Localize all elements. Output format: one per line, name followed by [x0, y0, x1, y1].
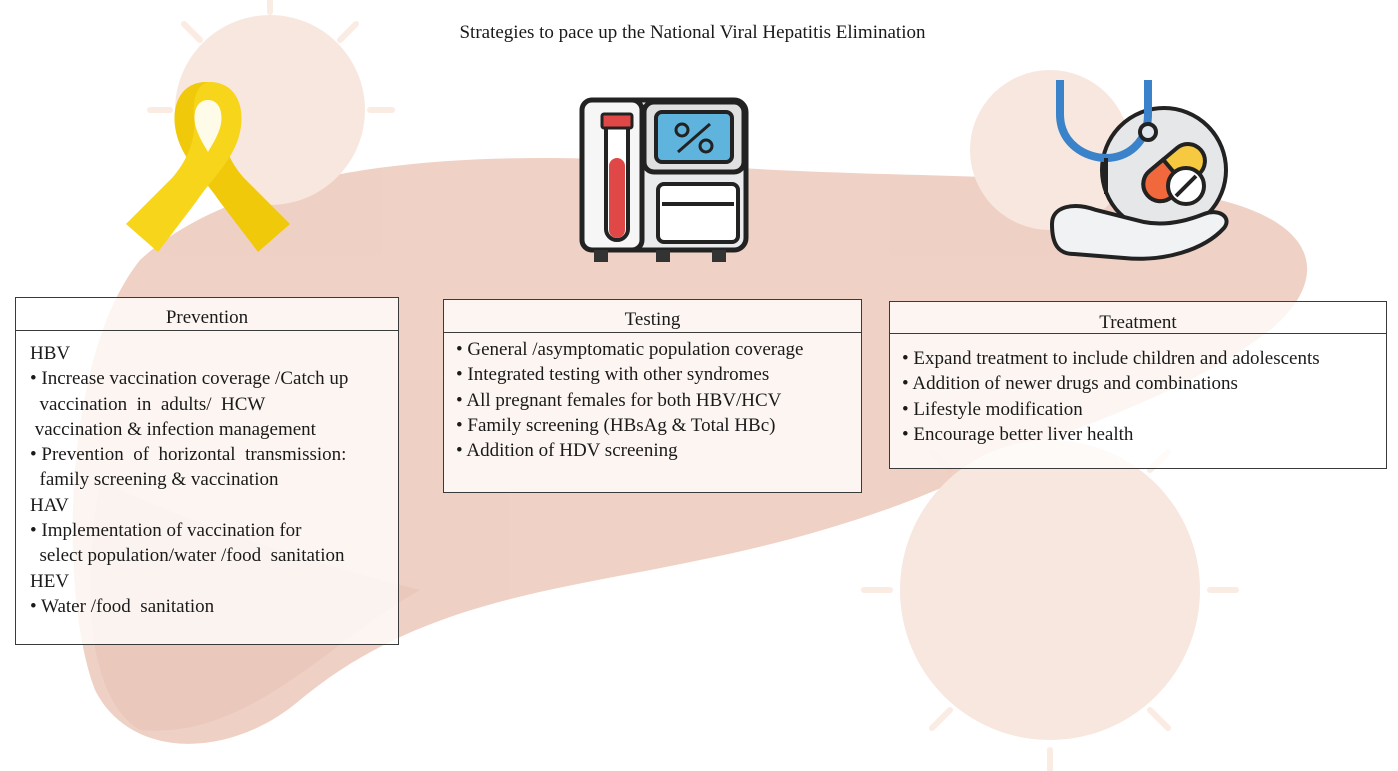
- prevention-line: select population/water /food sanitation: [30, 545, 345, 567]
- testing-line: • Integrated testing with other syndrome…: [456, 364, 770, 386]
- prevention-line: HBV: [30, 343, 71, 364]
- testing-line: • Addition of HDV screening: [456, 440, 678, 462]
- prevention-header: Prevention: [16, 298, 398, 331]
- prevention-panel: Prevention HBV • Increase vaccination co…: [15, 297, 399, 645]
- awareness-ribbon-icon: [126, 82, 290, 252]
- treatment-line: • Addition of newer drugs and combinatio…: [902, 373, 1238, 395]
- prevention-line: family screening & vaccination: [30, 469, 279, 491]
- testing-line: • Family screening (HBsAg & Total HBc): [456, 414, 776, 436]
- prevention-line: • Prevention of horizontal transmission:: [30, 444, 347, 466]
- stethoscope-pill-hand-icon: [1049, 80, 1229, 261]
- treatment-line: • Encourage better liver health: [902, 423, 1134, 445]
- prevention-line: vaccination in adults/ HCW: [30, 393, 266, 415]
- treatment-list: • Expand treatment to include children a…: [890, 334, 1386, 447]
- prevention-line: • Water /food sanitation: [30, 595, 215, 617]
- prevention-line: HEV: [30, 570, 70, 592]
- prevention-line: HAV: [30, 494, 69, 516]
- prevention-line: • Increase vaccination coverage /Catch u…: [30, 368, 349, 390]
- prevention-line: • Implementation of vaccination for: [30, 520, 302, 542]
- treatment-line: • Lifestyle modification: [902, 398, 1083, 420]
- diagnostic-analyzer-icon: [579, 97, 749, 262]
- treatment-panel: Treatment • Expand treatment to include …: [889, 301, 1387, 469]
- prevention-list: HBV • Increase vaccination coverage /Cat…: [16, 331, 398, 619]
- virus-bottom-right: [900, 440, 1200, 740]
- virus-top-right: [970, 70, 1130, 230]
- treatment-header: Treatment: [890, 302, 1386, 334]
- testing-panel: Testing • General /asymptomatic populati…: [443, 299, 862, 493]
- prevention-line: vaccination & infection management: [30, 418, 316, 440]
- testing-line: • General /asymptomatic population cover…: [456, 339, 804, 360]
- testing-list: • General /asymptomatic population cover…: [444, 333, 861, 463]
- diagram-title: Strategies to pace up the National Viral…: [459, 22, 926, 43]
- testing-header: Testing: [444, 300, 861, 333]
- testing-line: • All pregnant females for both HBV/HCV: [456, 389, 782, 411]
- treatment-line: • Expand treatment to include children a…: [902, 348, 1320, 369]
